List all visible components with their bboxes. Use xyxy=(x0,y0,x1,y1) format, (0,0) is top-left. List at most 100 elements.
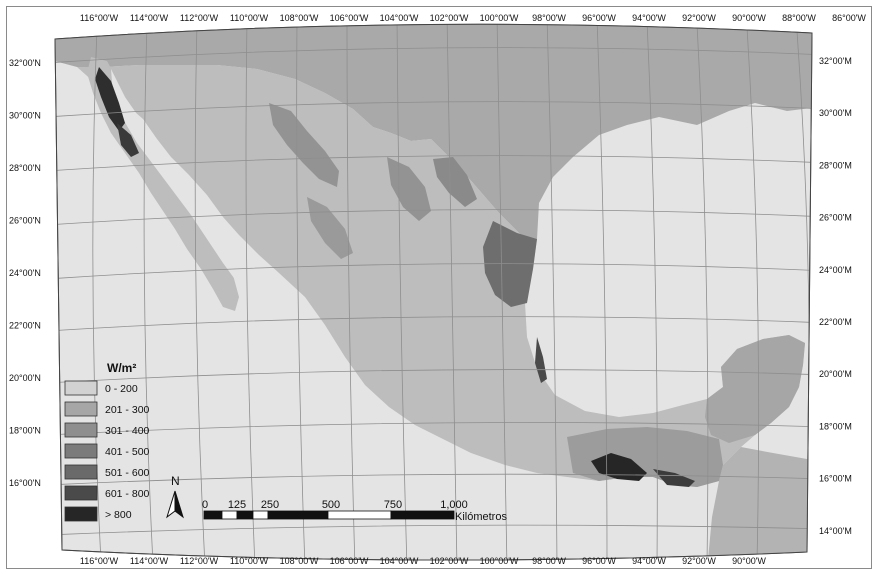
legend-label: 601 - 800 xyxy=(105,488,150,500)
longitude-label: 108°00'W xyxy=(280,13,319,23)
wind-power-density-map: 116°00'W 114°00'W 112°00'W 110°00'W 108°00'W… xyxy=(9,13,867,566)
longitude-label: 110°00'W xyxy=(230,13,269,23)
latitude-label: 16°00'N xyxy=(9,478,41,488)
north-arrow-label: N xyxy=(171,474,180,488)
latitude-label: 18°00'N xyxy=(9,426,41,436)
scale-unit-label: Kilómetros xyxy=(455,511,507,523)
mexico-mainland xyxy=(77,65,805,487)
usa-landmass xyxy=(55,24,812,239)
longitude-label: 114°00'W xyxy=(130,13,169,23)
longitude-label: 104°00'W xyxy=(380,13,419,23)
yucatan-peninsula xyxy=(705,335,805,443)
sierra-madre-wind-patches xyxy=(269,103,339,187)
legend-label: 401 - 500 xyxy=(105,446,150,458)
latitude-label: 24°00'N xyxy=(9,268,41,278)
longitude-label: 94°00'W xyxy=(632,556,666,566)
longitude-label: 112°00'W xyxy=(180,13,219,23)
tehuantepec-high-wind-zone xyxy=(591,453,647,481)
longitude-label: 90°00'W xyxy=(732,13,766,23)
latitude-label: 20°00'M xyxy=(819,369,852,379)
longitude-label: 106°00'W xyxy=(330,556,369,566)
legend-swatch xyxy=(64,443,98,459)
longitude-label: 108°00'W xyxy=(280,556,319,566)
sierra-madre-wind-patches xyxy=(433,157,477,207)
latitude-label: 24°00'M xyxy=(819,265,852,275)
scale-bar-segment xyxy=(390,510,455,520)
scale-tick-label: 750 xyxy=(384,499,402,511)
scale-tick-label: 0 xyxy=(202,499,208,511)
legend-label: 201 - 300 xyxy=(105,404,150,416)
latitude-label: 26°00'N xyxy=(9,216,41,226)
legend-label: 501 - 600 xyxy=(105,467,150,479)
longitude-label: 104°00'W xyxy=(380,556,419,566)
latitude-label: 14°00'M xyxy=(819,526,852,536)
latitude-label: 22°00'N xyxy=(9,321,41,331)
scale-tick-label: 250 xyxy=(261,499,279,511)
legend-swatch xyxy=(64,485,98,501)
longitude-label: 114°00'W xyxy=(130,556,169,566)
central-america-landmass xyxy=(707,447,812,561)
legend-label: 301 - 400 xyxy=(105,425,150,437)
longitude-label: 92°00'W xyxy=(682,556,716,566)
longitude-label: 96°00'W xyxy=(582,556,616,566)
legend-title: W/m² xyxy=(107,361,136,375)
scale-bar-segment xyxy=(252,510,269,520)
legend-label: 0 - 200 xyxy=(105,383,138,395)
longitude-label: 92°00'W xyxy=(682,13,716,23)
latitude-labels-left: 32°00'N 30°00'N 28°00'N 26°00'N 24°00'N 22°00… xyxy=(9,58,41,488)
longitude-label: 102°00'W xyxy=(430,556,469,566)
scale-bar-segment xyxy=(327,510,392,520)
scale-bar: 0 125 250 500 750 1,000 Kilómetros xyxy=(202,499,508,523)
longitude-label: 100°00'W xyxy=(480,556,519,566)
longitude-labels-top: 116°00'W 114°00'W 112°00'W 110°00'W 108°00'W… xyxy=(80,13,867,23)
longitude-label: 88°00'W xyxy=(782,13,816,23)
longitude-label: 110°00'W xyxy=(230,556,269,566)
latitude-label: 30°00'M xyxy=(819,108,852,118)
longitude-label: 96°00'W xyxy=(582,13,616,23)
legend-swatch xyxy=(64,380,98,396)
longitude-label: 98°00'W xyxy=(532,556,566,566)
latitude-label: 22°00'M xyxy=(819,317,852,327)
baja-high-wind-zone xyxy=(95,67,125,131)
scale-bar-segment xyxy=(203,510,223,520)
gulf-of-california xyxy=(111,69,259,299)
scale-tick-label: 500 xyxy=(322,499,340,511)
latitude-label: 32°00'N xyxy=(9,58,41,68)
legend-swatch xyxy=(64,464,98,480)
longitude-label: 94°00'W xyxy=(632,13,666,23)
longitude-label: 98°00'W xyxy=(532,13,566,23)
sierra-madre-wind-patches xyxy=(387,157,431,221)
gulf-coast-wind-zone xyxy=(535,337,547,383)
latitude-label: 28°00'M xyxy=(819,160,852,170)
latitude-label: 30°00'N xyxy=(9,111,41,121)
longitude-label: 100°00'W xyxy=(480,13,519,23)
longitude-label: 102°00'W xyxy=(430,13,469,23)
longitude-label: 116°00'W xyxy=(80,556,119,566)
legend-swatch xyxy=(64,401,98,417)
latitude-label: 20°00'N xyxy=(9,373,41,383)
legend: W/m² 0 - 200 201 - 300 301 - 400 401 - 500 5… xyxy=(64,361,150,522)
legend-swatch xyxy=(64,506,98,522)
longitude-label: 116°00'W xyxy=(80,13,119,23)
scale-bar-segment xyxy=(221,510,238,520)
map-frame: 116°00'W 114°00'W 112°00'W 110°00'W 108°00'W… xyxy=(6,6,872,569)
longitude-labels-bottom: 116°00'W 114°00'W 112°00'W 110°00'W 108°00'W… xyxy=(80,556,767,566)
baja-high-wind-zone xyxy=(117,123,139,157)
latitude-label: 16°00'M xyxy=(819,474,852,484)
latitude-label: 28°00'N xyxy=(9,163,41,173)
longitude-label: 90°00'W xyxy=(732,556,766,566)
scale-tick-label: 125 xyxy=(228,499,246,511)
latitude-label: 18°00'M xyxy=(819,421,852,431)
longitude-label: 106°00'W xyxy=(330,13,369,23)
latitude-labels-right: 32°00'M 30°00'M 28°00'M 26°00'M 24°00'M 22°00… xyxy=(819,56,852,536)
scale-bar-segment xyxy=(236,510,254,520)
north-arrow: N xyxy=(166,474,184,519)
scale-bar-segment xyxy=(267,510,329,520)
latitude-label: 32°00'M xyxy=(819,56,852,66)
longitude-label: 112°00'W xyxy=(180,556,219,566)
legend-label: > 800 xyxy=(105,509,132,521)
legend-swatch xyxy=(64,422,98,438)
scale-tick-label: 1,000 xyxy=(440,499,468,511)
longitude-label: 86°00'W xyxy=(832,13,866,23)
latitude-label: 26°00'M xyxy=(819,213,852,223)
